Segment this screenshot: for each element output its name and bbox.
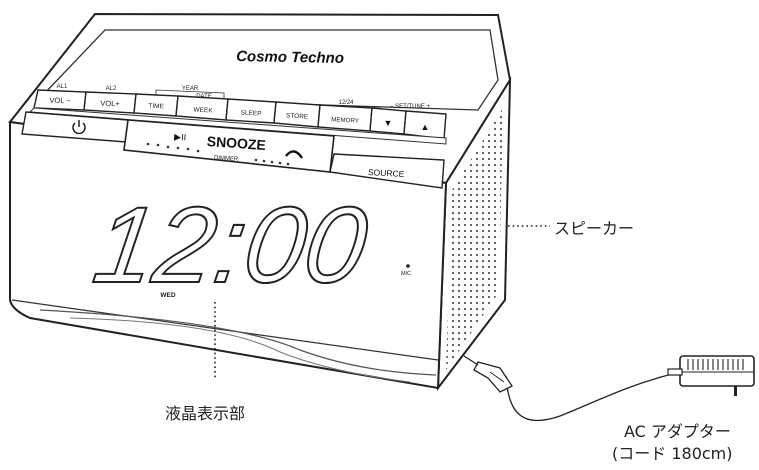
lower-button-row <box>21 111 445 189</box>
year-bracket <box>155 89 225 99</box>
top-strip-lower <box>28 107 447 145</box>
speaker-grille <box>446 108 503 370</box>
adapter-cord <box>505 371 681 422</box>
vol-minus-label: VOL − <box>49 96 71 106</box>
brand-logo: Cosmo Techno <box>236 48 344 67</box>
front-base-curve-2 <box>69 317 411 383</box>
front-face <box>9 120 448 390</box>
dimmer-dots-right <box>254 158 290 166</box>
date-label: DATE <box>196 94 212 100</box>
sleep-label: SLEEP <box>240 109 261 117</box>
dimmer-dots-left <box>146 142 200 153</box>
mic-hole <box>406 264 410 268</box>
vol-plus-label: VOL+ <box>100 99 120 109</box>
h1224-label: 12/24 <box>338 100 354 106</box>
time-label: TIME <box>148 103 165 111</box>
speaker-callout: スピーカー <box>554 219 635 238</box>
front-bottom-edge <box>11 299 439 361</box>
down-arrow: ▼ <box>384 118 393 128</box>
snooze-label: SNOOZE <box>206 133 266 153</box>
front-base-curve <box>39 309 437 376</box>
source-button[interactable] <box>329 153 445 189</box>
dimmer-label: DIMMER <box>214 155 239 163</box>
week-label: WEEK <box>193 107 213 115</box>
memory-label: MEMORY <box>331 116 359 124</box>
power-icon <box>72 120 86 135</box>
adapter-callout-line1: AC アダプター <box>624 422 731 441</box>
store-label: STORE <box>286 112 309 120</box>
set-tune-label: − SET/TUNE + <box>390 104 431 110</box>
al2-label: AL2 <box>106 86 117 92</box>
snooze-icon <box>285 150 303 159</box>
mic-label: MIC <box>401 271 411 277</box>
play-pause-label: ▶II <box>174 132 187 143</box>
al1-label: AL1 <box>57 84 68 90</box>
upper-button-row <box>28 89 447 145</box>
top-panel-inner <box>40 29 499 111</box>
lcd-callout: 液晶表示部 <box>165 404 246 423</box>
display-time: 12:00 <box>87 184 374 304</box>
up-arrow: ▲ <box>421 122 430 132</box>
ac-adapter <box>667 355 755 396</box>
cord-plug <box>463 355 513 393</box>
year-label: YEAR <box>182 86 199 92</box>
adapter-callout-line2: (コード 180cm) <box>612 444 733 463</box>
display-day: WED <box>160 292 175 299</box>
source-label: SOURCE <box>368 167 405 179</box>
